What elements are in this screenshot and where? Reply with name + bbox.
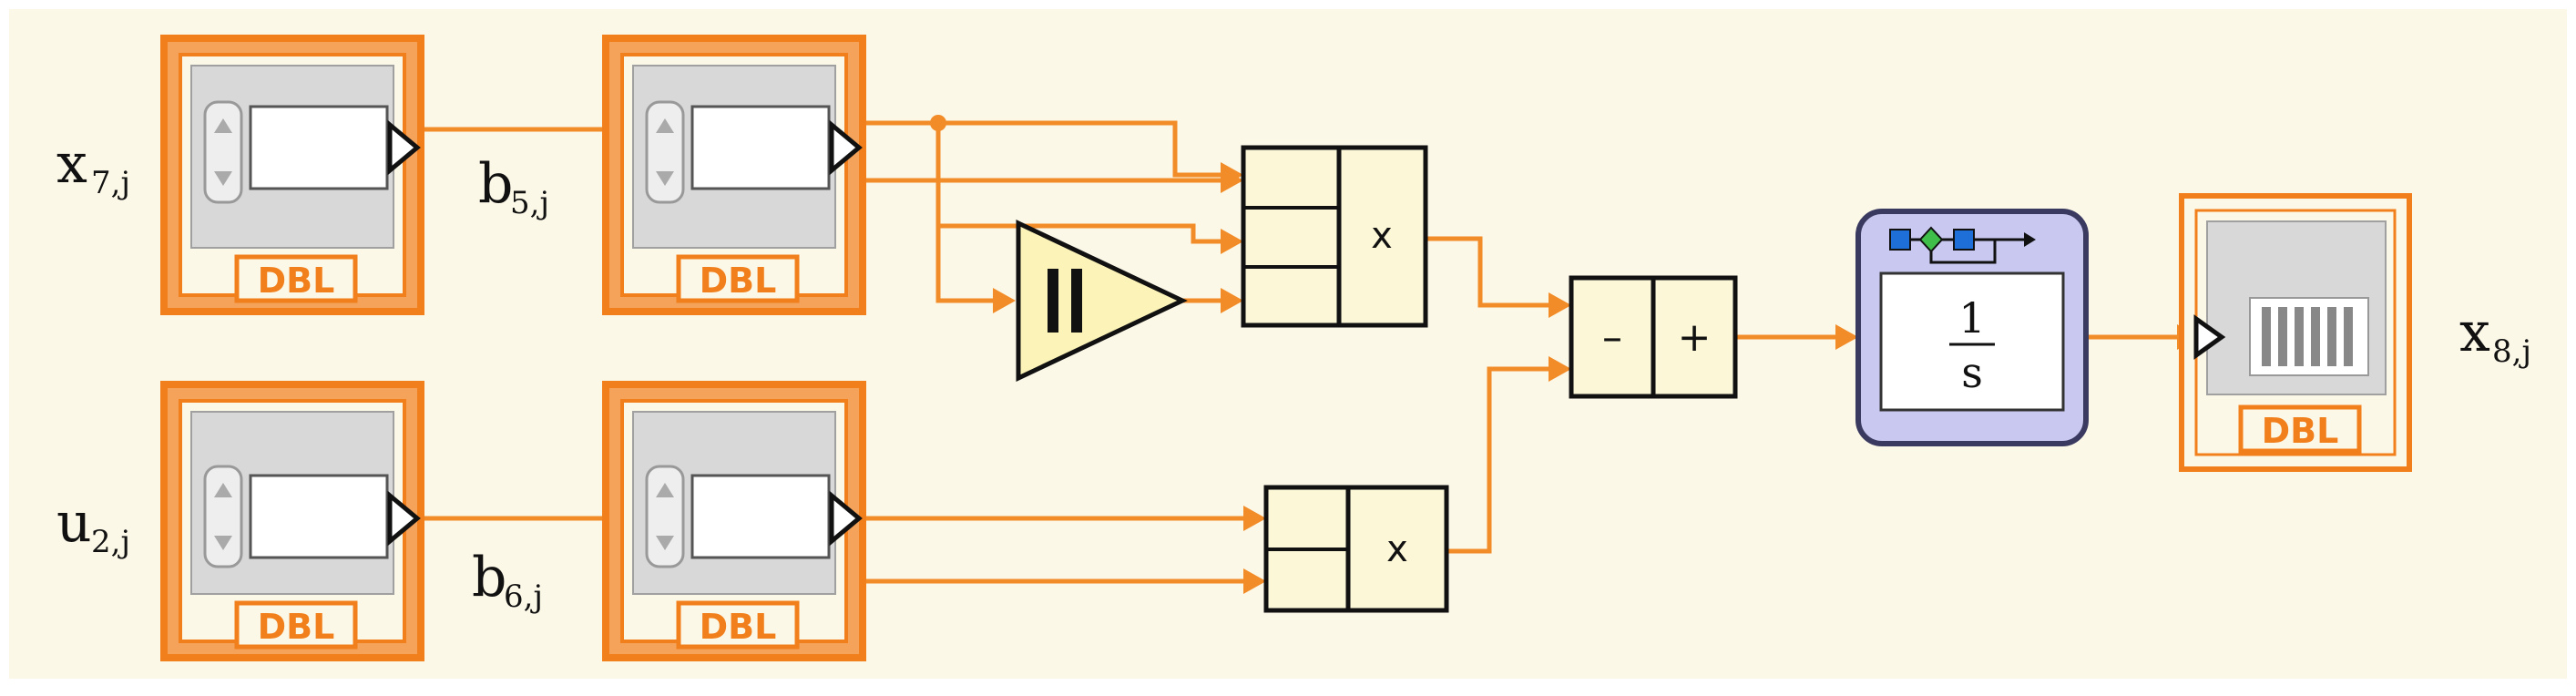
arrowhead — [1549, 356, 1571, 382]
sum-minus-sign: – — [1602, 314, 1622, 361]
integrator-denominator: s — [1961, 348, 1983, 397]
label-u2-subscript: 2,j — [91, 524, 130, 560]
arrowhead — [1221, 288, 1243, 313]
control-u2[interactable]: DBL — [160, 381, 424, 661]
arrow-down-icon — [214, 171, 232, 186]
output-terminal-icon — [387, 119, 421, 176]
label-x8-subscript: 8,j — [2492, 333, 2531, 370]
label-b5-subscript: 5,j — [510, 185, 549, 221]
label-x7: x 7,j — [56, 132, 130, 201]
label-b5-main: b — [478, 152, 513, 216]
control-x7[interactable]: DBL — [160, 35, 424, 315]
numeric-display-icon — [2249, 297, 2369, 376]
dbl-label: DBL — [2262, 411, 2339, 451]
control-b5[interactable]: DBL — [602, 35, 866, 315]
sum-plus-sign: + — [1678, 314, 1712, 361]
label-b6-main: b — [472, 546, 506, 609]
gain-bar — [1048, 269, 1058, 333]
output-terminal-icon — [829, 490, 863, 547]
wire-branch-node — [930, 115, 946, 131]
gain-block[interactable] — [1016, 220, 1188, 382]
dbl-label: DBL — [700, 261, 777, 301]
arrow-up-icon — [656, 483, 674, 497]
wire-mult2-to-sum[interactable] — [1446, 366, 1549, 554]
wire-mult1-to-sum[interactable] — [1426, 236, 1549, 308]
multiply-operator: x — [1371, 215, 1393, 257]
arrow-down-icon — [656, 536, 674, 550]
output-terminal-icon — [829, 119, 863, 176]
numeric-spinner-icon — [645, 465, 685, 568]
input-terminal-icon — [2193, 314, 2226, 360]
label-x7-subscript: 7,j — [91, 165, 130, 201]
arrowhead — [1549, 292, 1571, 318]
arrowhead — [1835, 324, 1858, 350]
control-b6[interactable]: DBL — [602, 381, 866, 661]
gain-bar — [1071, 269, 1082, 333]
multiply-block-1[interactable]: x — [1241, 145, 1428, 328]
arrowhead — [1221, 229, 1243, 254]
multiply-operator: x — [1386, 528, 1408, 570]
dbl-label: DBL — [700, 607, 777, 647]
output-terminal-icon — [387, 490, 421, 547]
dbl-label: DBL — [258, 607, 335, 647]
label-b6-subscript: 6,j — [504, 578, 543, 615]
arrow-up-icon — [656, 118, 674, 133]
arrowhead — [993, 288, 1016, 313]
wires — [421, 120, 2177, 584]
arrow-up-icon — [214, 118, 232, 133]
sum-block[interactable]: – + — [1569, 275, 1738, 399]
label-x8-main: x — [2459, 301, 2490, 364]
label-x8: x 8,j — [2459, 301, 2531, 370]
label-b6: b 6,j — [472, 546, 543, 615]
indicator-x8[interactable]: DBL — [2179, 193, 2412, 472]
numeric-spinner-icon — [203, 100, 243, 204]
label-b5: b 5,j — [478, 152, 549, 221]
integrator-numerator: 1 — [1958, 293, 1985, 343]
arrowhead — [1243, 506, 1266, 531]
label-x7-main: x — [56, 132, 87, 196]
wire-branch-to-mult1-in3[interactable] — [935, 123, 1221, 244]
multiply-block-2[interactable]: x — [1263, 485, 1449, 613]
arrowhead — [1221, 168, 1243, 193]
arrow-down-icon — [214, 536, 232, 550]
numeric-spinner-icon — [203, 465, 243, 568]
dbl-label: DBL — [258, 261, 335, 301]
gain-triangle-icon — [1016, 220, 1188, 382]
label-u2: u 2,j — [56, 491, 130, 560]
integrator-icon — [1889, 226, 2036, 264]
arrow-down-icon — [656, 171, 674, 186]
integrator-block[interactable]: 1 s — [1855, 209, 2089, 446]
label-u2-main: u — [56, 491, 92, 555]
wire-branch-to-mult1-in1[interactable] — [938, 120, 1221, 178]
arrowhead — [1243, 568, 1266, 594]
numeric-spinner-icon — [645, 100, 685, 204]
arrow-up-icon — [214, 483, 232, 497]
